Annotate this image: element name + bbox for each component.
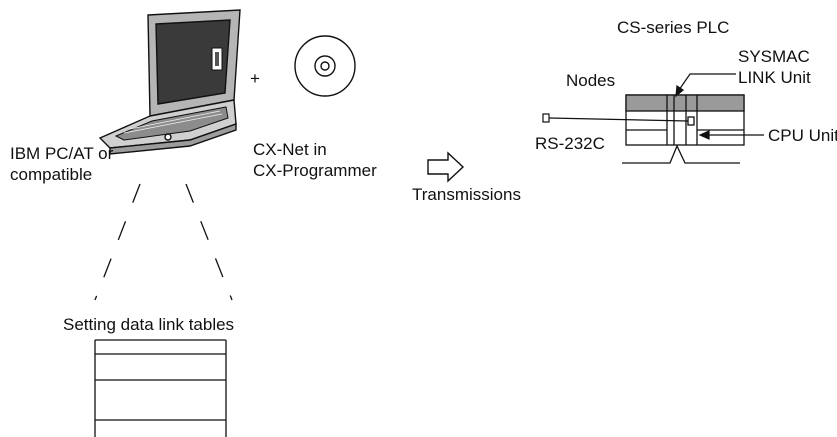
nodes-label: Nodes <box>566 71 615 90</box>
transmissions-label: Transmissions <box>412 185 521 204</box>
cpu-unit-leader <box>698 130 764 140</box>
tables-label: Setting data link tables <box>63 315 234 334</box>
cd-rom-icon <box>294 35 356 97</box>
link-unit-leader <box>675 73 736 98</box>
laptop-icon <box>98 9 241 155</box>
cpu-unit-label: CPU Unit <box>768 126 837 145</box>
pc-label-line1: IBM PC/AT or <box>10 144 114 163</box>
link-unit-label-line2: LINK Unit <box>738 68 811 87</box>
data-link-table <box>94 339 227 437</box>
plc-base-lines <box>622 144 740 164</box>
dashed-connector-lines <box>94 183 233 301</box>
pc-label-line2: compatible <box>10 165 92 184</box>
rs232c-label: RS-232C <box>535 134 605 153</box>
plus-sign: + <box>250 69 260 88</box>
software-label-line1: CX-Net in <box>253 140 327 159</box>
link-unit-label-line1: SYSMAC <box>738 47 810 66</box>
plc-title: CS-series PLC <box>617 18 729 37</box>
software-label-line2: CX-Programmer <box>253 161 377 180</box>
rs232c-cable <box>542 113 689 123</box>
arrow-right-icon <box>427 151 465 183</box>
